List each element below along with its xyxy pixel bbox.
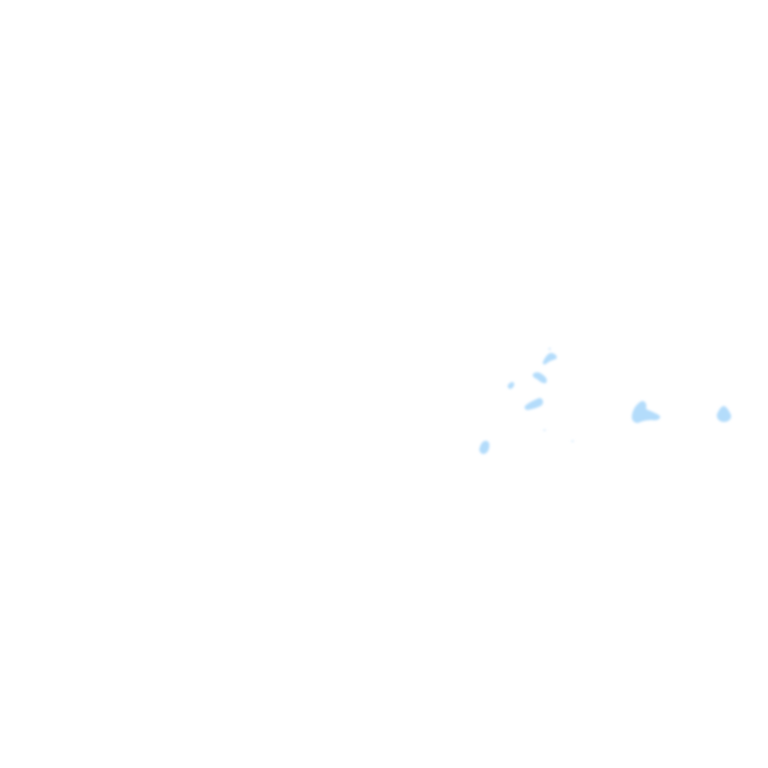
lake-feature [524,398,543,410]
lake-feature [542,352,557,365]
stream-feature [548,347,551,351]
stream-feature [543,429,546,432]
lake-feature [716,406,732,422]
lake-feature [532,372,547,384]
water-bodies [479,347,732,455]
lake-feature [631,401,661,423]
stream-feature [571,440,574,443]
lake-feature [479,440,490,455]
lake-feature [507,381,515,389]
